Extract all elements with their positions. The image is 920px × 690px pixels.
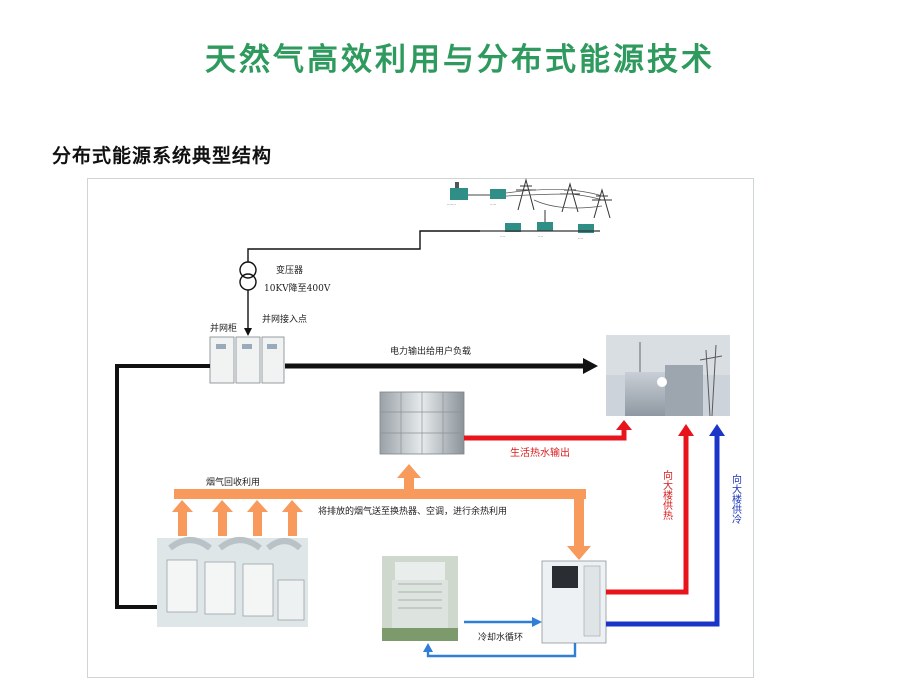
page-title: 天然气高效利用与分布式能源技术 — [205, 42, 715, 78]
grid-cabinet-illustration — [209, 336, 285, 384]
hot-water-output-label: 生活热水输出 — [510, 446, 570, 459]
svg-text:·······: ······· — [447, 202, 456, 207]
hot-water-output-arrow — [616, 420, 632, 430]
flue-gas-recovery-label: 烟气回收利用 — [206, 476, 260, 488]
heating-supply-arrow — [678, 424, 694, 436]
grid-cabinet-label: 并网柜 — [210, 322, 237, 334]
cooling-supply-arrow — [709, 424, 725, 436]
svg-text:····: ···· — [500, 234, 505, 239]
generator-power-line — [115, 364, 210, 609]
svg-text:····: ···· — [578, 236, 583, 241]
power-output-arrow — [583, 358, 598, 374]
exhaust-heat-label: 将排放的烟气送至换热器、空调，进行余热利用 — [318, 505, 507, 517]
absorption-chiller-illustration — [541, 560, 607, 644]
grid-connection-arrow — [244, 328, 252, 336]
transformer-spec-label: 10KV降至400V — [264, 282, 331, 294]
svg-text:·····: ····· — [490, 202, 496, 207]
heating-label-vertical: 向大楼供热 — [661, 469, 673, 521]
gas-generator-units-illustration — [157, 537, 308, 627]
transformer-icon — [239, 261, 257, 291]
building-illustration — [606, 335, 730, 417]
cooling-water-arrow-up — [423, 643, 433, 652]
diagram-frame — [87, 178, 754, 678]
cooling-water-label: 冷却水循环 — [478, 631, 523, 643]
cooling-tower-illustration — [382, 556, 458, 641]
section-title: 分布式能源系统典型结构 — [52, 145, 273, 167]
hot-water-tank-illustration — [379, 391, 465, 455]
cooling-label-vertical: 向大楼供冷 — [730, 473, 742, 525]
flue-gas-flow — [172, 464, 591, 560]
power-grid-illustration: ······· ····· ···· ···· ···· — [447, 178, 612, 241]
grid-feed-line — [247, 230, 480, 262]
grid-connection-point-label: 并网接入点 — [262, 313, 307, 325]
transformer-label: 变压器 — [276, 264, 303, 276]
svg-text:····: ···· — [538, 234, 543, 239]
power-output-label: 电力输出给用户负载 — [390, 345, 471, 357]
cooling-water-arrow-right — [532, 617, 542, 627]
